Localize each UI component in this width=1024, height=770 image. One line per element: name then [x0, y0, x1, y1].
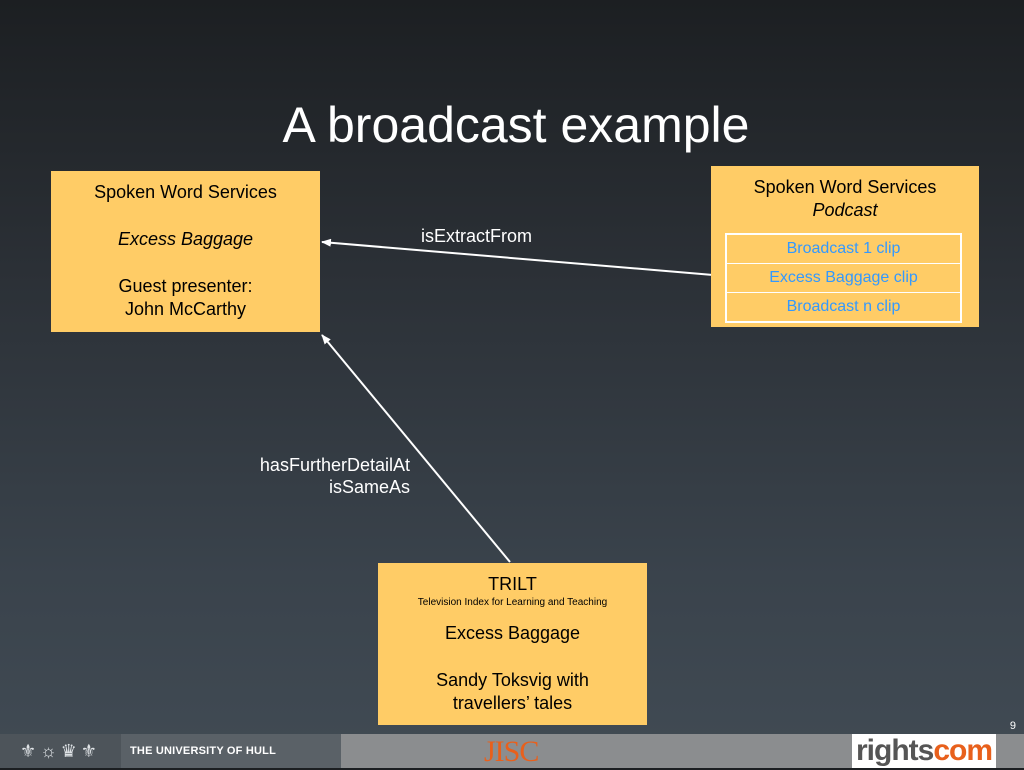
left-box-presenter-name: John McCarthy: [124, 299, 247, 319]
trilt-programme: Excess Baggage: [444, 623, 581, 643]
trilt-description-line2: travellers’ tales: [452, 693, 573, 713]
clip-list: Broadcast 1 clip Excess Baggage clip Bro…: [725, 233, 962, 323]
trilt-box: TRILT Television Index for Learning and …: [378, 563, 647, 725]
rightscom-logo-part1: rights: [855, 734, 934, 767]
university-crest-icon: ⚜☼♛⚜: [0, 734, 121, 768]
right-box-subtitle: Podcast: [812, 200, 878, 220]
is-same-as-label: isSameAs: [328, 477, 410, 497]
spoken-word-podcast-box: Spoken Word Services Podcast Broadcast 1…: [711, 166, 979, 327]
university-name: THE UNIVERSITY OF HULL: [121, 734, 341, 768]
further-detail-arrow: [321, 334, 511, 563]
trilt-subtitle: Television Index for Learning and Teachi…: [417, 597, 608, 608]
page-number: 9: [1009, 720, 1016, 732]
further-detail-label: hasFurtherDetailAt isSameAs: [210, 454, 410, 498]
clip-item[interactable]: Broadcast 1 clip: [727, 235, 960, 263]
footer-bar: ⚜☼♛⚜ THE UNIVERSITY OF HULL JISC rightsc…: [0, 734, 1024, 768]
rightscom-logo: rightscom: [852, 734, 996, 768]
trilt-description-line1: Sandy Toksvig with: [436, 670, 589, 690]
jisc-logo: JISC: [484, 735, 539, 768]
has-further-detail-at-label: hasFurtherDetailAt: [259, 455, 410, 475]
spoken-word-excess-baggage-box: Spoken Word Services Excess Baggage Gues…: [51, 171, 320, 332]
clip-item[interactable]: Broadcast n clip: [727, 293, 960, 321]
is-extract-from-label: isExtractFrom: [421, 226, 533, 246]
extract-arrow: [321, 238, 726, 277]
left-box-programme: Excess Baggage: [117, 229, 254, 249]
right-box-title: Spoken Word Services: [753, 177, 937, 197]
clip-item[interactable]: Excess Baggage clip: [727, 264, 960, 292]
left-box-presenter-label: Guest presenter:: [118, 276, 253, 296]
trilt-title: TRILT: [488, 574, 537, 594]
left-box-title: Spoken Word Services: [94, 182, 277, 202]
rightscom-logo-part2: com: [933, 734, 993, 767]
slide-title: A broadcast example: [282, 97, 750, 153]
